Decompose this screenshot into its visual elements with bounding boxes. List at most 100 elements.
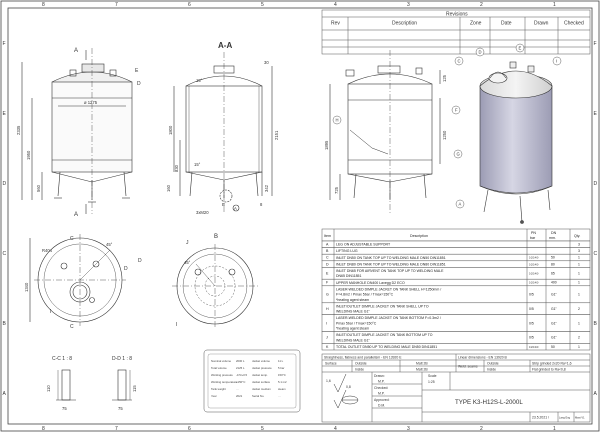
front-dim: 1950 [26, 150, 31, 160]
plan-callout: I [50, 309, 51, 315]
iso-leg [547, 189, 551, 211]
row-labels: F E D C B A F E D C B A [3, 41, 598, 397]
surface-outside-label: Outside [355, 362, 367, 366]
section-dd-detail [112, 369, 132, 401]
column-label: 4 [334, 426, 337, 432]
nameplate-text: 5 bar [278, 366, 284, 370]
nozzle-item-letter: E [326, 272, 329, 276]
nozzle-dn: 50 [551, 256, 555, 260]
front-leg [123, 171, 127, 197]
nozzle-item-letter: J [326, 336, 328, 340]
nozzle-qty: 1 [578, 262, 580, 266]
checked-by: M.P. [378, 392, 385, 396]
sheet-border-inner [7, 7, 593, 425]
column-label: 8 [42, 2, 45, 8]
nozzle-pn: 0/5 [529, 321, 534, 325]
row-label: E [3, 111, 7, 117]
side-dim: 125 [442, 74, 447, 82]
detail-b-view [172, 244, 258, 328]
section-cc-detail [56, 369, 76, 401]
drawn-label: Drawn: [374, 374, 385, 378]
front-dim: 560 [36, 184, 41, 192]
weld-inside-value: Flat grinded to Ra<0,8 [532, 368, 566, 372]
plan-callout: C [70, 236, 74, 242]
front-nozzle [109, 69, 117, 77]
nameplate-text: 5.1 m2 [278, 380, 287, 384]
nozzle-item-letter: A [326, 243, 329, 247]
nozzle-qty: 1 [578, 345, 580, 349]
revisions-header: Zone [470, 21, 482, 27]
column-label: 3 [407, 426, 410, 432]
nozzle-dn: 80 [551, 262, 555, 266]
front-section-letter: A [74, 212, 78, 218]
front-callout: E [135, 68, 139, 74]
side-dim: 725 [334, 186, 339, 194]
nozzle-qty: 3 [578, 243, 580, 247]
row-label: E [594, 111, 598, 117]
nozzle-dn: G1" [551, 307, 558, 311]
nameplate-text: 11 L [278, 359, 284, 363]
plan-dim: 45° [106, 242, 113, 247]
nozzle-qty: 1 [578, 256, 580, 260]
nameplate-text: Jacket medium [252, 387, 271, 391]
nozzle-description: LASER-WELDED DIMPLE JACKET ON TANK BOTTO… [336, 316, 441, 320]
row-label: D [3, 181, 7, 187]
surface-label: Surface [325, 362, 337, 366]
side-dim: 1895 [324, 140, 329, 150]
revisions-header: Rev [331, 21, 340, 27]
section-callout: A [234, 206, 237, 211]
side-view [329, 50, 441, 214]
nozzle-description: INLET DN80 ON TANK TOP UP TO WELDING MAL… [336, 262, 446, 266]
nameplate-text: Tank weight [211, 387, 226, 391]
nozzle-item-letter: B [326, 249, 329, 253]
nozzle-description: WELDING MALE G1" [336, 310, 370, 314]
nozzle-description: INLET/OUTLET DIMPLE JACKET ON TANK SHELL… [336, 304, 429, 308]
nameplate-text: … [236, 387, 239, 391]
iso-callout: A [459, 202, 462, 207]
plan-view [29, 234, 126, 326]
nozzle-pn: 0/5 [529, 307, 534, 311]
column-label: 6 [188, 2, 191, 8]
section-dim: 15° [196, 78, 203, 83]
nozzle-pn: 0/5 [529, 293, 534, 297]
roughness-value: 1,6 [326, 379, 331, 383]
front-dim-diameter: ø 1275 [84, 100, 98, 105]
column-label: 1 [553, 2, 556, 8]
nozzle-pn: 0.2/0.4/0 [529, 257, 539, 260]
revisions-table [321, 9, 591, 55]
nozzle-dn: G1" [551, 293, 558, 297]
section-dim: 342 [264, 184, 269, 192]
nozzle-description: WELDING MALE G1" [336, 338, 370, 342]
title-block [321, 353, 591, 423]
nozzle-qty: 2 [578, 307, 580, 311]
nameplate-text: Serial No. [252, 394, 265, 398]
nozzle-dn: 400 [551, 281, 557, 285]
revisions-header: Description [392, 21, 417, 27]
nameplate-text: steam [278, 387, 286, 391]
roughness-value: 0,8 [346, 385, 351, 389]
iso-callout: G [457, 152, 460, 157]
nozzle-pn: 0.2/0.4/0 [529, 282, 539, 285]
nozzle-description: LIFTING LUG [336, 249, 358, 253]
nozzle-item-letter: D [326, 262, 329, 266]
iso-callout: I [556, 59, 557, 64]
iso-view [479, 61, 553, 224]
nozzle-description: Pmax 5bar / Tmax=150°C [336, 321, 377, 325]
weld-label: Weld. seams [458, 365, 478, 369]
nameplate-text: ≤150°C [236, 380, 245, 384]
nameplate-text: 150°C [278, 373, 286, 377]
scale-value: 1:25 [428, 380, 435, 384]
detail-b-callout: J [186, 240, 189, 246]
nozzle-dn: 65 [551, 272, 555, 276]
nameplate-text: 2021 [236, 394, 243, 398]
section-dim: 30 [264, 60, 269, 65]
column-labels: 8 7 6 5 4 3 2 1 8 7 6 5 4 3 2 1 [42, 2, 556, 432]
row-label: B [594, 321, 598, 327]
weld-outside-value: Strip grinded 2x20 Ra=1,6 [532, 362, 572, 366]
nozzle-description: UPPER MANHOLE DN400 Lavegg D2 ECO [336, 281, 405, 285]
section-dim: 2151 [274, 130, 279, 140]
column-label: 5 [261, 426, 264, 432]
plan-callout: C [70, 324, 74, 330]
